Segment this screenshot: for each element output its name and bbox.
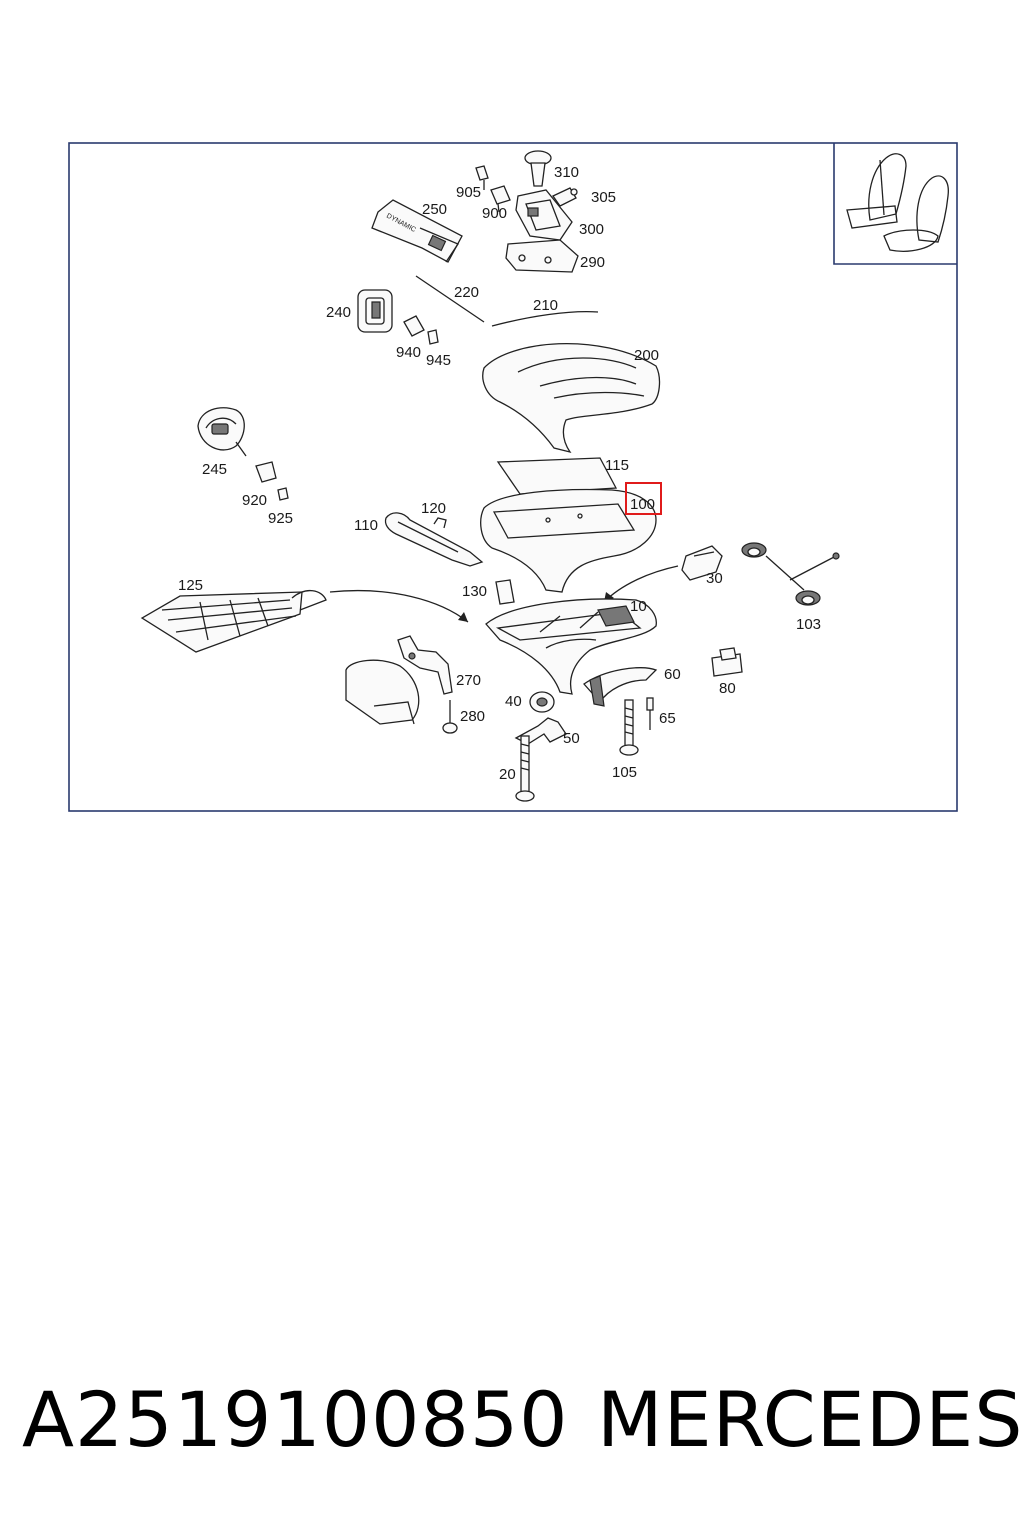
label-945: 945: [426, 352, 451, 369]
label-290: 290: [580, 254, 605, 271]
part-250-dynamic-switch: DYNAMIC: [371, 199, 463, 263]
label-60: 60: [664, 666, 681, 683]
label-30: 30: [706, 570, 723, 587]
part-100-seat-foam: [480, 488, 657, 593]
highlight-box-100: [625, 482, 662, 515]
label-10: 10: [630, 598, 647, 615]
parts-diagram: DYNAMIC: [68, 142, 958, 812]
label-270: 270: [456, 672, 481, 689]
part-65-pin: [646, 697, 654, 730]
part-210-wire: [491, 310, 599, 327]
part-245-switch: [197, 407, 247, 457]
label-220: 220: [454, 284, 479, 301]
label-210: 210: [533, 297, 558, 314]
part-footer: A2519100850 MERCEDES: [0, 1370, 1024, 1470]
part-105-bolt: [619, 699, 639, 756]
part-280-screw: [442, 700, 458, 734]
label-50: 50: [563, 730, 580, 747]
label-65: 65: [659, 710, 676, 727]
seat-overview-thumbnail: [833, 143, 957, 265]
part-60-side-cover: [583, 667, 658, 707]
part-945-pin: [427, 329, 439, 345]
part-925-pin: [277, 487, 289, 501]
label-925: 925: [268, 510, 293, 527]
part-300-lamp-housing: [515, 189, 573, 241]
part-110-trim-rail: [384, 512, 484, 567]
label-280: 280: [460, 708, 485, 725]
part-120-clip: [433, 517, 447, 529]
label-940: 940: [396, 344, 421, 361]
label-905: 905: [456, 184, 481, 201]
part-900-connector: [490, 185, 511, 213]
label-40: 40: [505, 693, 522, 710]
part-240-switch-unit: [357, 289, 393, 333]
label-305: 305: [591, 189, 616, 206]
arrow-mat-to-frame-head: [458, 612, 468, 622]
label-80: 80: [719, 680, 736, 697]
label-200: 200: [634, 347, 659, 364]
part-125-heating-mat: [140, 590, 327, 653]
part-920-connector: [255, 461, 277, 483]
part-115-pad: [496, 457, 618, 495]
label-920: 920: [242, 492, 267, 509]
part-unlabeled-cover: [345, 659, 420, 725]
label-310: 310: [554, 164, 579, 181]
label-300: 300: [579, 221, 604, 238]
arrow-bracket-to-frame: [603, 565, 679, 603]
part-310-clip: [524, 150, 552, 187]
label-125: 125: [178, 577, 203, 594]
diagram-frame: [68, 142, 958, 812]
part-10-seat-frame: [485, 598, 657, 695]
part-103-sensor-pair: [741, 542, 840, 606]
label-120: 120: [421, 500, 446, 517]
part-30-bracket: [681, 545, 723, 581]
part-905-pin: [475, 165, 489, 190]
part-130-clip: [495, 579, 515, 605]
label-20: 20: [499, 766, 516, 783]
part-290-bracket: [505, 239, 579, 273]
arrow-mat-to-frame: [329, 589, 469, 623]
part-270-bracket: [397, 635, 453, 695]
part-305-bulb: [552, 187, 578, 207]
part-200-seat-cover: [482, 343, 661, 454]
label-103: 103: [796, 616, 821, 633]
part-940-connector: [403, 315, 425, 337]
part-number: A2519100850: [22, 1375, 569, 1464]
label-100: 100: [630, 496, 655, 513]
label-115: 115: [605, 457, 629, 474]
label-110: 110: [354, 517, 378, 534]
label-900: 900: [482, 205, 507, 222]
label-105: 105: [612, 764, 637, 781]
label-130: 130: [462, 583, 487, 600]
label-250: 250: [422, 201, 447, 218]
label-245: 245: [202, 461, 227, 478]
label-240: 240: [326, 304, 351, 321]
part-220-cable: [415, 275, 485, 323]
part-80-block: [711, 647, 743, 677]
brand-name: MERCEDES: [597, 1375, 1024, 1464]
part-40-nut: [529, 691, 555, 713]
part-20-bolt: [515, 735, 535, 802]
